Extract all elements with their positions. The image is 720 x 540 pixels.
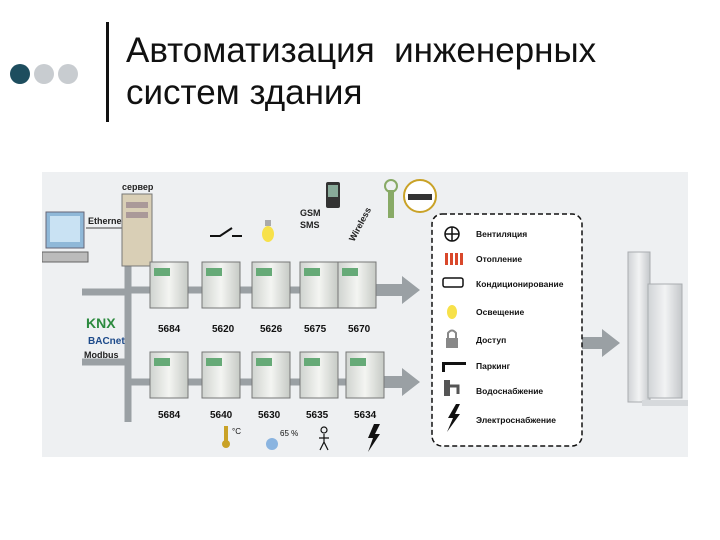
module-5675 [299,261,339,309]
thermometer-icon [222,426,230,448]
legend-label: Паркинг [476,361,511,371]
air-conditioner-icon [442,277,464,288]
legend-labels: Вентиляция Отопление Кондиционирование О… [476,229,564,425]
module-5626 [251,261,291,309]
title-divider [106,22,109,122]
module-label: 5630 [258,410,281,421]
buildings-icon [627,251,688,406]
building-automation-diagram: Ethernet сервер GSM SMS Wireless KNX BAC… [42,172,688,457]
bullet-dot-light [58,64,78,84]
bullet-dot-light [34,64,54,84]
module-label: 5634 [354,410,377,421]
legend-box [431,213,583,447]
motion-sensor-icon [319,426,329,451]
lightning-sensor-icon [368,424,380,452]
legend-label: Водоснабжение [476,386,543,396]
legend-label: Освещение [476,307,524,317]
barrier-icon [442,362,466,372]
ethernet-label: Ethernet [88,216,125,226]
bottom-module-row [149,351,385,399]
gsm-label: GSM [300,208,321,218]
bullet-dot-dark [10,64,30,84]
top-module-row [149,261,377,309]
module-label: 5675 [304,324,327,335]
module-label: 5684 [158,324,181,335]
legend-label: Электроснабжение [476,415,556,425]
lamp-icon [262,220,274,242]
server-label: сервер [122,182,154,192]
antenna-icon [384,179,398,218]
wireless-label: Wireless [347,206,373,243]
legend-label: Вентиляция [476,229,527,239]
bacnet-logo: BACnet [88,336,125,347]
light-bulb-icon [447,305,457,319]
module-label: 5640 [210,410,233,421]
server-icon [121,193,153,267]
module-5640 [201,351,241,399]
temperature-unit: °C [232,427,241,436]
lightning-icon [447,404,460,432]
title-line-2: систем здания [126,73,363,112]
module-5620 [201,261,241,309]
module-5670 [337,261,377,309]
humidity-sensor-icon [266,438,278,450]
radiator-icon [445,253,463,265]
legend-label: Отопление [476,254,522,264]
lock-icon [446,329,458,348]
module-5635 [299,351,339,399]
legend-icons [442,226,466,432]
module-5684-top [149,261,189,309]
module-label: 5620 [212,324,235,335]
switch-icon [210,227,242,237]
slide-title: Автоматизация инженерных систем здания [126,30,706,114]
faucet-icon [444,380,460,396]
module-label: 5670 [348,324,371,335]
module-label: 5626 [260,324,283,335]
humidity-value: 65 % [280,429,298,438]
computer-icon [42,211,89,263]
phone-icon [326,182,340,208]
module-5634 [345,351,385,399]
modbus-logo: Modbus [84,350,119,360]
title-line-1: Автоматизация инженерных [126,31,597,70]
module-5630 [251,351,291,399]
module-label: 5684 [158,410,181,421]
logo-badge-icon [403,179,437,213]
slide-bullet-dots [10,64,78,84]
legend-label: Кондиционирование [476,279,564,289]
arrows [367,276,620,396]
module-label: 5635 [306,410,329,421]
knx-logo: KNX [86,315,116,331]
legend-label: Доступ [476,335,506,345]
sms-label: SMS [300,220,320,230]
module-5684-bottom [149,351,189,399]
fan-icon [444,226,460,242]
